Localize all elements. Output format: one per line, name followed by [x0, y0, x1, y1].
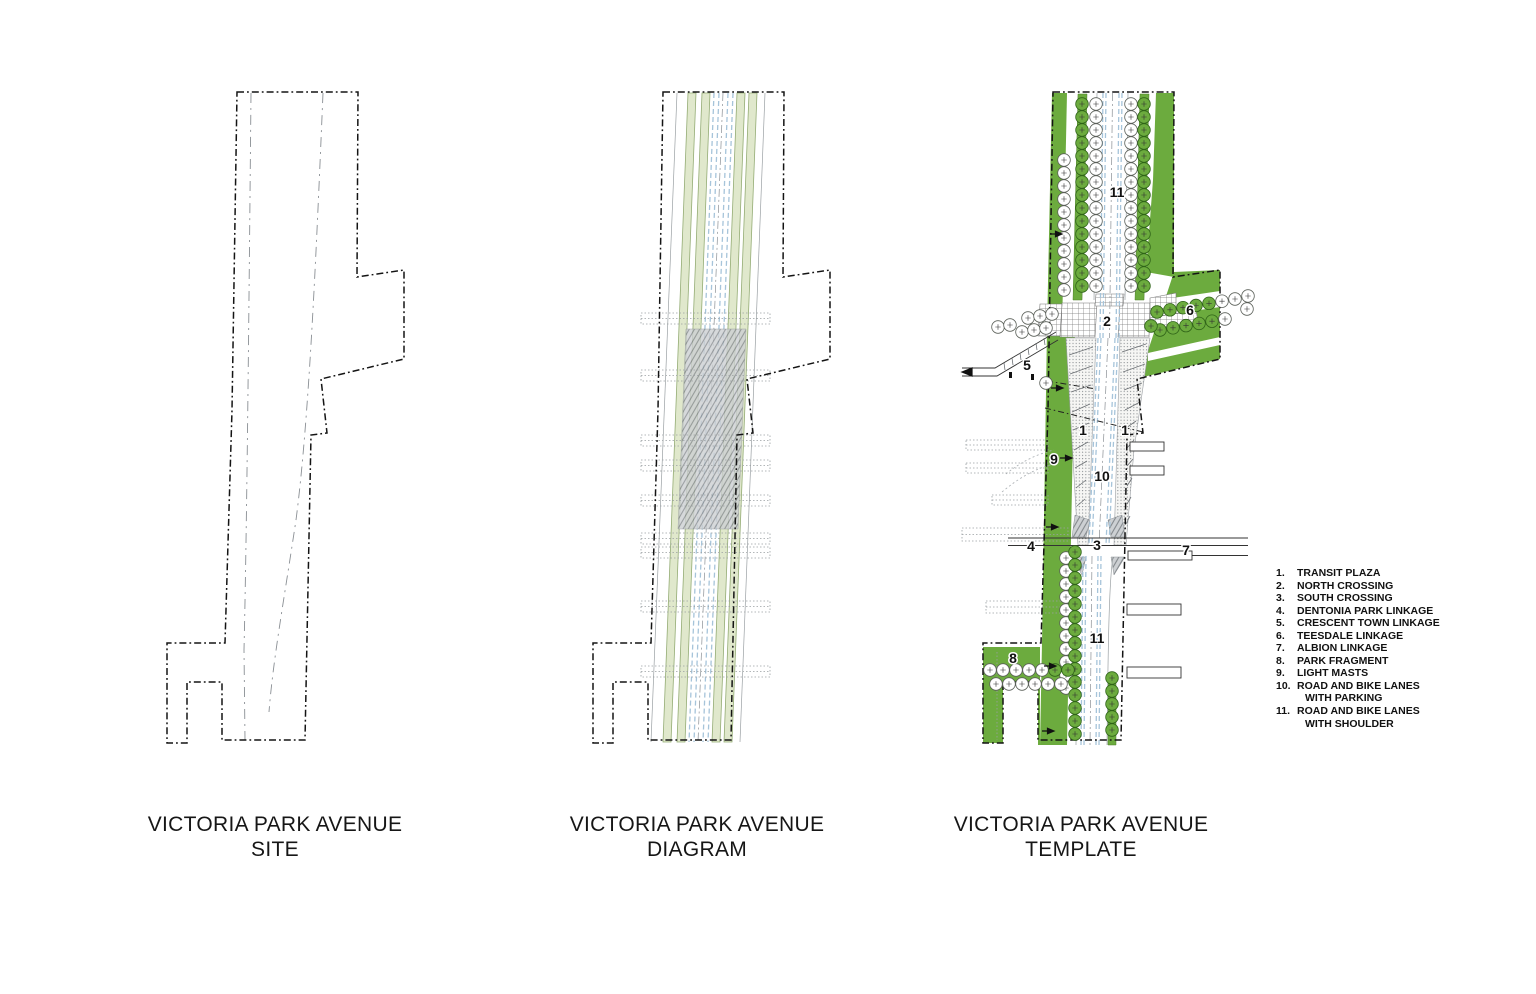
label-transit-plaza-left: 1 [1079, 422, 1087, 438]
label-transit-plaza-right: 1 [1121, 422, 1129, 438]
diagram-sidewalk-edge-east [739, 92, 766, 743]
diagram-panel-drawing [592, 91, 831, 744]
template-title: VICTORIA PARK AVENUE TEMPLATE [911, 812, 1251, 862]
legend-item-7: 7.ALBION LINKAGE [1276, 642, 1388, 655]
label-albion: 7 [1182, 542, 1190, 558]
tree-column [1057, 153, 1071, 297]
linkage-lines [1008, 441, 1248, 679]
legend-item-2: 2.NORTH CROSSING [1276, 579, 1394, 592]
label-road-shoulder-bottom: 11 [1090, 630, 1105, 646]
legend-item-5: 5.CRESCENT TOWN LINKAGE [1276, 617, 1440, 630]
tree-column [1137, 97, 1151, 293]
label-road-shoulder-top: 11 [1110, 184, 1125, 200]
site-title: VICTORIA PARK AVENUE SITE [105, 812, 445, 862]
tree-column [1075, 97, 1089, 293]
diagram-focus-hatch-area [677, 328, 747, 530]
legend-item-9: 9.LIGHT MASTS [1276, 667, 1369, 680]
legend-item-10-line2: WITH PARKING [1305, 692, 1383, 705]
template-panel-drawing: 11 2 6 5 1 1 9 10 4 3 7 11 8 [960, 91, 1255, 746]
tree-column [1089, 97, 1103, 293]
label-crescent: 5 [1023, 357, 1031, 373]
diagram-title-line2: DIAGRAM [646, 838, 748, 861]
legend-item-3: 3.SOUTH CROSSING [1276, 592, 1393, 605]
legend: 1.TRANSIT PLAZA 2.NORTH CROSSING 3.SOUTH… [1276, 567, 1506, 730]
legend-item-11-line2: WITH SHOULDER [1305, 717, 1394, 730]
diagram-title: VICTORIA PARK AVENUE DIAGRAM [527, 812, 867, 862]
tree-row [1021, 307, 1059, 325]
crescent-linkage [960, 331, 1144, 433]
site-centerline-west [243, 92, 252, 741]
template-title-line1: VICTORIA PARK AVENUE [953, 813, 1209, 836]
site-title-line2: SITE [251, 838, 299, 861]
label-park-fragment: 8 [1009, 650, 1017, 666]
legend-item-1: 1.TRANSIT PLAZA [1276, 567, 1381, 579]
diagram-crossing-bands [640, 312, 771, 678]
legend-item-11: 11.ROAD AND BIKE LANES [1276, 705, 1420, 718]
label-dentonia: 4 [1027, 538, 1035, 554]
legend-item-8: 8.PARK FRAGMENT [1276, 654, 1389, 667]
tree-row [989, 677, 1068, 691]
site-boundary-outline [166, 91, 405, 744]
site-title-line1: VICTORIA PARK AVENUE [147, 813, 403, 836]
tree-row [1240, 289, 1255, 316]
site-centerline-east [268, 92, 324, 713]
legend-item-4: 4.DENTONIA PARK LINKAGE [1276, 604, 1434, 617]
diagram-sidewalk-edge-west [650, 92, 678, 743]
label-road-parking: 10 [1094, 468, 1110, 484]
tree-row [1015, 321, 1053, 339]
diagram-title-line1: VICTORIA PARK AVENUE [569, 813, 825, 836]
legend-item-10: 10.ROAD AND BIKE LANES [1276, 679, 1420, 692]
label-north-crossing: 2 [1103, 313, 1111, 329]
tree-row [983, 663, 1075, 677]
plaza-texture-bands [1065, 337, 1151, 546]
tree-row [1153, 312, 1232, 337]
label-light-masts: 9 [1050, 451, 1058, 467]
tree-column [1124, 97, 1138, 293]
label-teesdale: 6 [1186, 302, 1194, 318]
tree-row [1039, 376, 1053, 390]
tree-row [1144, 319, 1158, 333]
tree-column [1068, 545, 1082, 741]
site-panel-drawing [166, 91, 405, 744]
light-mast-guides [961, 439, 1069, 740]
label-south-crossing: 3 [1093, 537, 1101, 553]
legend-item-6: 6.TEESDALE LINKAGE [1276, 629, 1404, 642]
tree-column [1105, 671, 1119, 737]
template-number-labels: 11 2 6 5 1 1 9 10 4 3 7 11 8 [1008, 183, 1196, 668]
teesdale-walk-cut [1148, 337, 1220, 361]
tree-row [991, 318, 1017, 334]
template-title-line2: TEMPLATE [1025, 838, 1137, 861]
tree-row [1150, 292, 1242, 319]
